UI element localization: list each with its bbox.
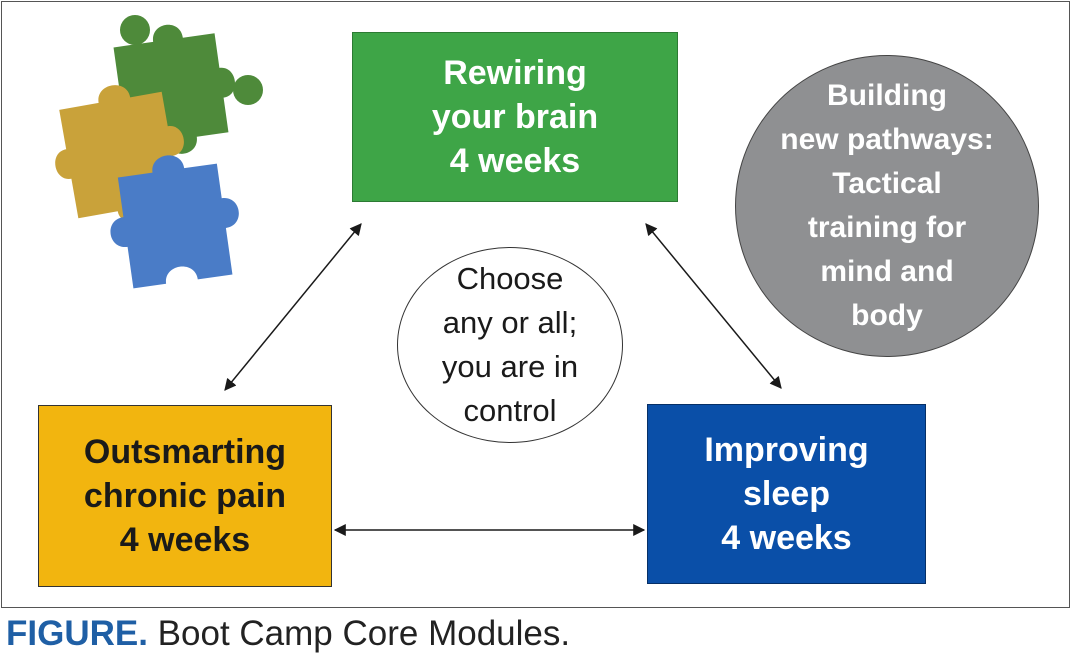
figure-caption-text: Boot Camp Core Modules. xyxy=(147,614,571,653)
module-rewiring-brain: Rewiring your brain 4 weeks xyxy=(352,32,678,202)
figure-caption: FIGURE. Boot Camp Core Modules. xyxy=(6,612,570,656)
center-line: any or all; xyxy=(442,305,578,340)
pathways-line: Tactical xyxy=(832,167,942,200)
pathways-line: new pathways: xyxy=(780,123,994,156)
module-line: 4 weeks xyxy=(119,521,251,559)
pathways-line: body xyxy=(851,299,923,332)
pathways-line: mind and xyxy=(820,255,954,288)
center-line: Choose xyxy=(456,261,564,296)
module-line: Outsmarting xyxy=(83,433,287,471)
pathways-line: training for xyxy=(807,211,967,244)
pathways-line: Building xyxy=(827,79,947,112)
module-line: 4 weeks xyxy=(721,519,852,557)
puzzle-piece-blue-icon xyxy=(110,155,239,289)
center-line: you are in xyxy=(441,349,579,384)
connector-brain-sleep xyxy=(645,223,782,389)
module-outsmarting-pain: Outsmarting chronic pain 4 weeks xyxy=(38,405,332,587)
center-choice-circle: Choose any or all; you are in control xyxy=(397,247,623,443)
module-line: Improving xyxy=(704,431,869,469)
figure-label: FIGURE. xyxy=(6,614,148,653)
module-improving-sleep: Improving sleep 4 weeks xyxy=(647,404,926,584)
connector-brain-pain xyxy=(224,223,362,391)
pathways-circle: Building new pathways: Tactical training… xyxy=(735,55,1039,357)
module-line: chronic pain xyxy=(83,477,287,515)
module-line: your brain xyxy=(431,98,599,136)
module-line: 4 weeks xyxy=(449,142,581,180)
module-line: Rewiring xyxy=(443,54,587,92)
center-line: control xyxy=(463,393,557,428)
module-line: sleep xyxy=(743,475,830,513)
